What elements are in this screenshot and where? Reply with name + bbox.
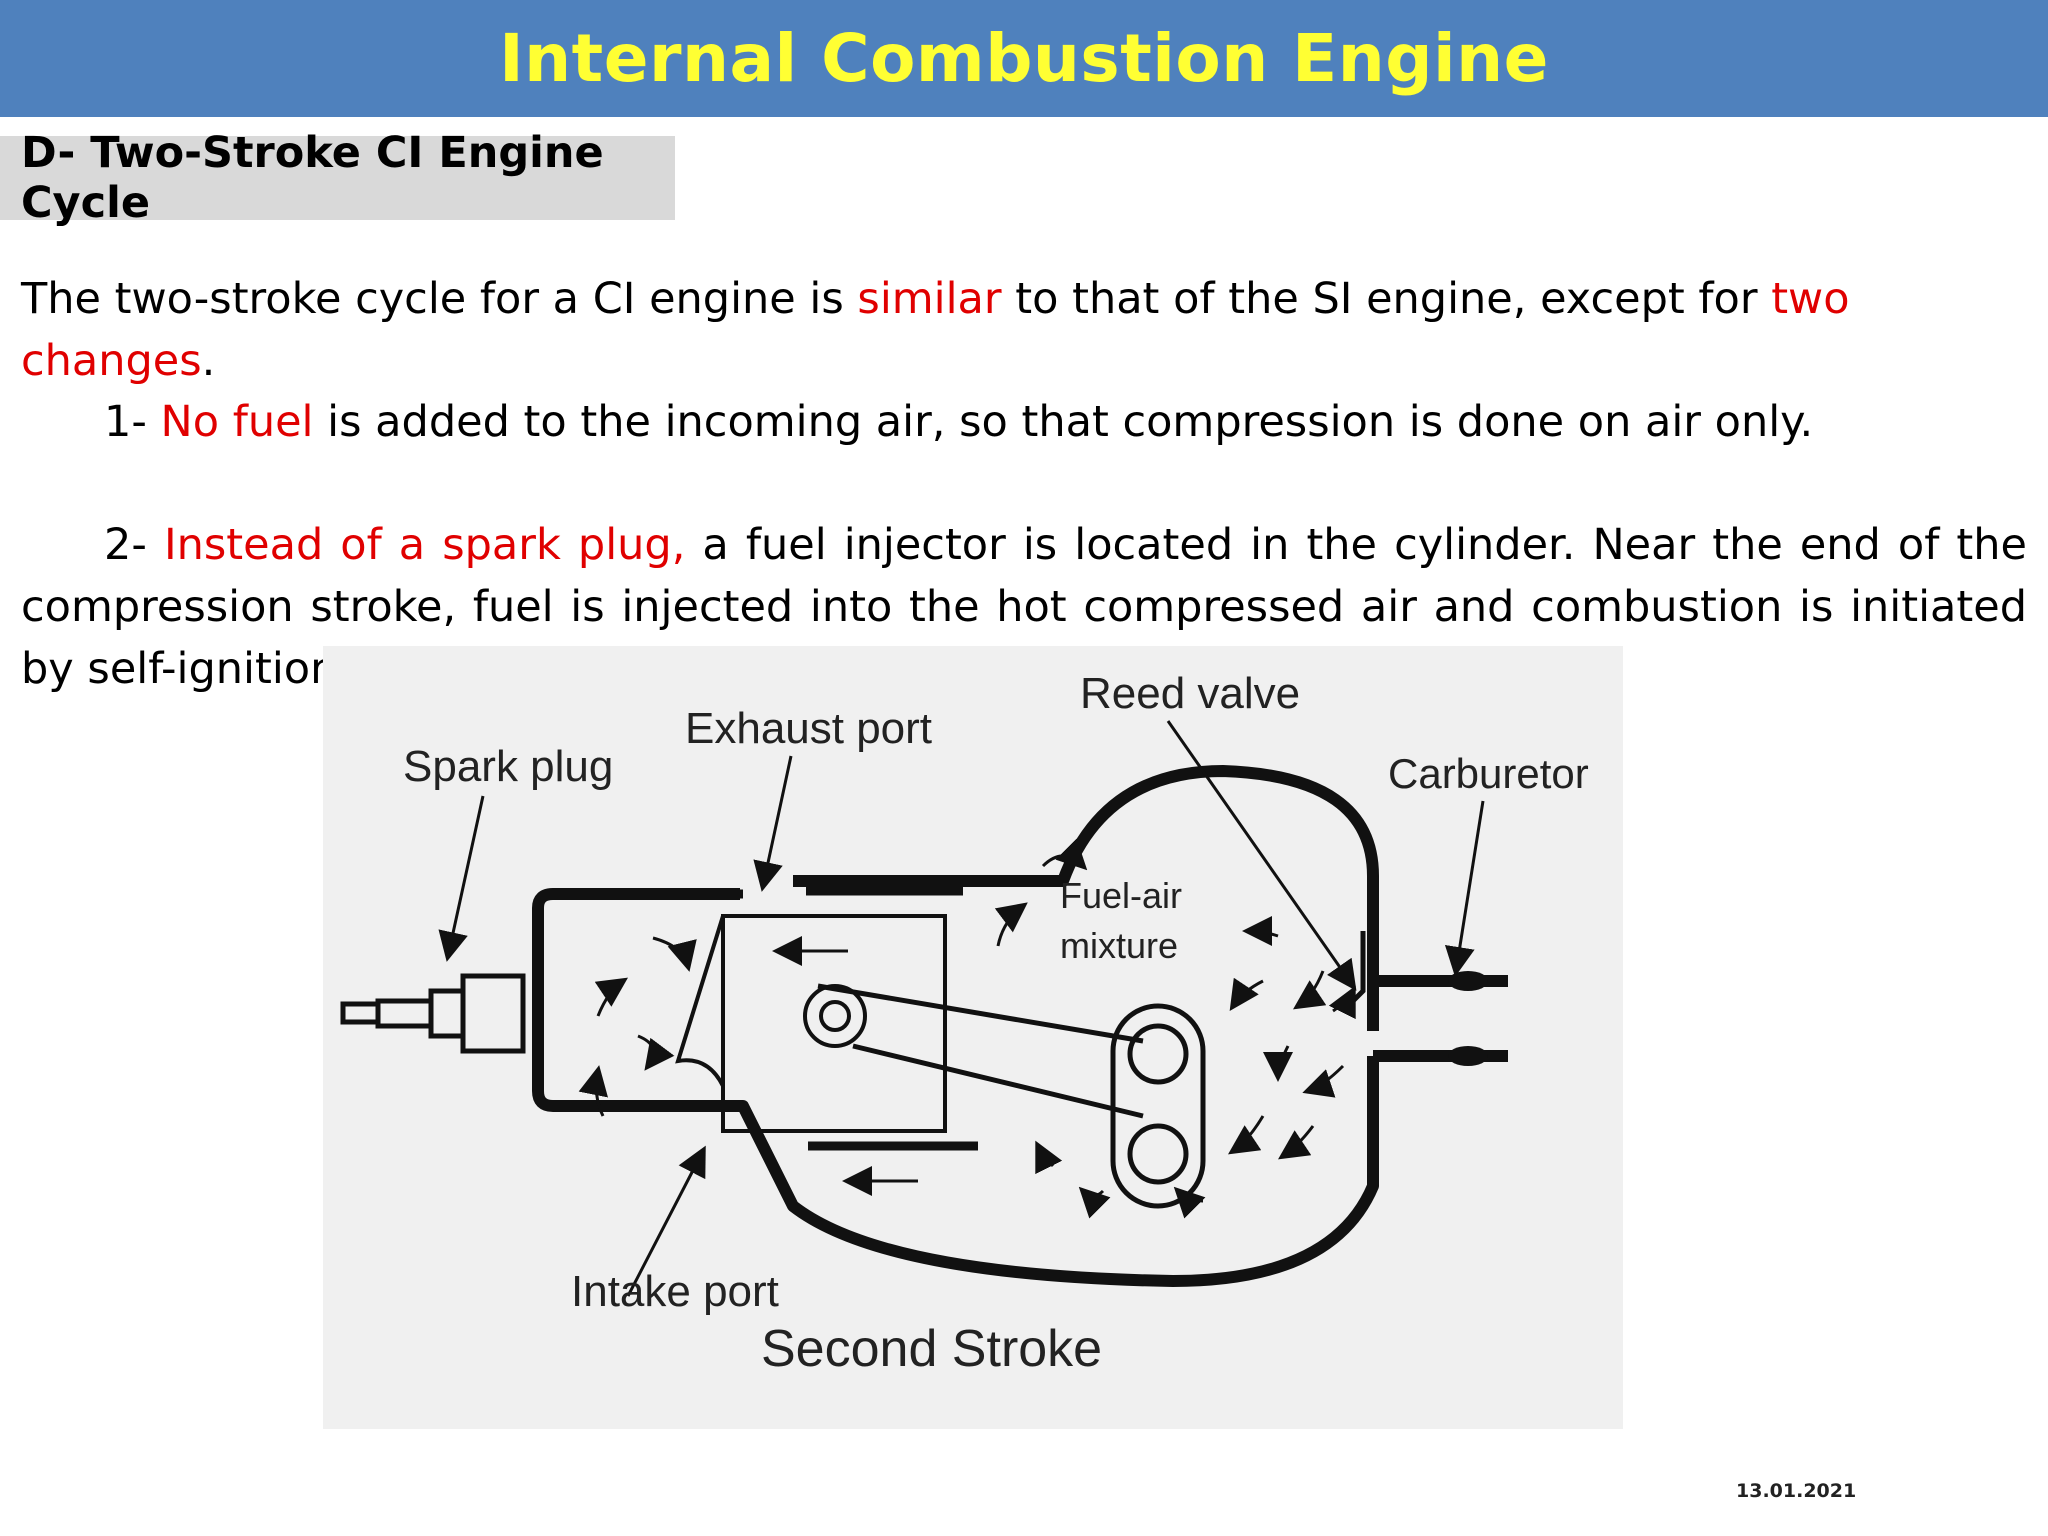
point-2-number: 2- xyxy=(104,520,164,570)
port-lines xyxy=(723,886,978,1151)
label-carburetor: Carburetor xyxy=(1388,750,1589,797)
spark-plug xyxy=(340,973,526,1054)
slide-title: Internal Combustion Engine xyxy=(499,20,1549,97)
engine-housing xyxy=(532,765,1508,1287)
label-spark-plug: Spark plug xyxy=(403,742,613,791)
point-1-paragraph: 1- No fuel is added to the incoming air,… xyxy=(21,391,2027,453)
flow-arrows xyxy=(578,838,1356,1219)
point-1-highlight: No fuel xyxy=(160,397,314,447)
point-2-text: a fuel injector is located in the cylind… xyxy=(21,520,2027,694)
label-intake-port: Intake port xyxy=(571,1267,779,1316)
piston xyxy=(675,914,947,1133)
carburetor-lips xyxy=(1448,971,1488,1066)
intro-text-e: . xyxy=(201,336,216,386)
section-heading: D- Two-Stroke CI Engine Cycle xyxy=(21,128,604,228)
point-1-text: is added to the incoming air, so that co… xyxy=(313,397,1814,447)
label-reed-valve: Reed valve xyxy=(1080,669,1300,718)
intro-highlight-similar: similar xyxy=(857,274,1002,324)
intro-paragraph: The two-stroke cycle for a CI engine is … xyxy=(21,268,2027,392)
point-2-paragraph: 2- Instead of a spark plug, a fuel injec… xyxy=(21,514,2027,700)
label-exhaust-port: Exhaust port xyxy=(685,704,932,753)
intro-highlight-two-changes: two changes xyxy=(21,274,1850,386)
slide-date: 13.01.2021 xyxy=(1736,1480,1857,1502)
section-heading-box: D- Two-Stroke CI Engine Cycle xyxy=(0,128,675,228)
engine-diagram: Spark plug Exhaust port Reed valve Carbu… xyxy=(323,646,1623,1429)
engine-diagram-svg: Spark plug Exhaust port Reed valve Carbu… xyxy=(340,669,1589,1378)
point-1-number: 1- xyxy=(104,397,161,447)
leader-lines xyxy=(438,720,1485,1297)
title-bar: Internal Combustion Engine xyxy=(0,0,2048,117)
label-fuel-air-line-2: mixture xyxy=(1060,925,1178,966)
connecting-rod xyxy=(817,983,1206,1209)
label-fuel-air-line-1: Fuel-air xyxy=(1060,875,1182,916)
intro-text-a: The two-stroke cycle for a CI engine is xyxy=(21,274,858,324)
intro-text-c: to that of the SI engine, except for xyxy=(1001,274,1772,324)
point-2-highlight: Instead of a spark plug, xyxy=(163,520,686,570)
diagram-caption: Second Stroke xyxy=(761,1320,1102,1378)
